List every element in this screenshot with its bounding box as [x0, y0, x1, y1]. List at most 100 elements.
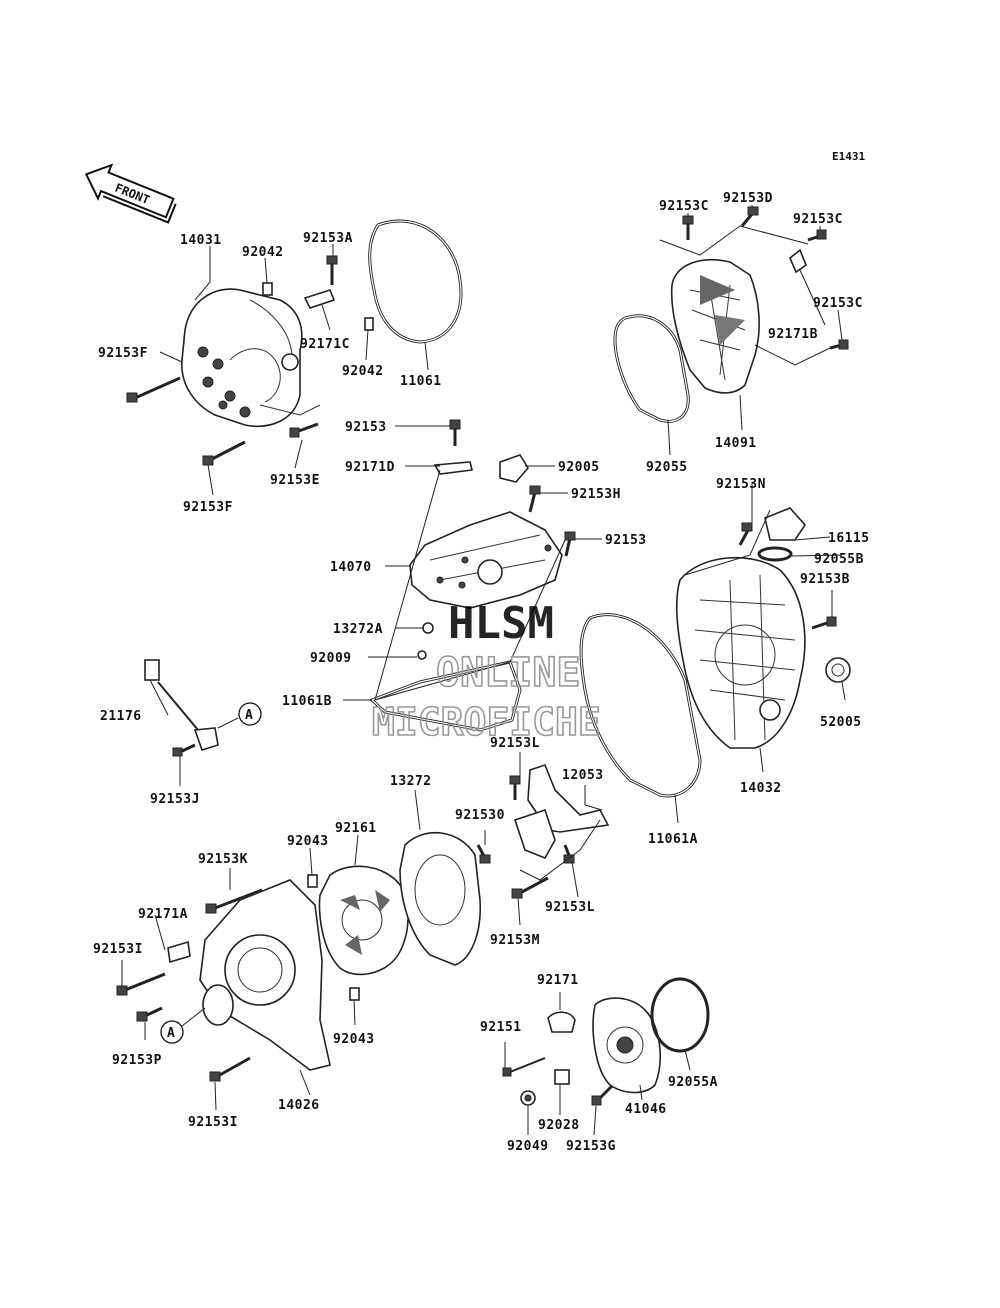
part-label-14070: 14070	[330, 560, 372, 575]
part-label-92153C: 92153C	[659, 199, 709, 214]
bolt-92153F-lower	[202, 440, 246, 466]
part-label-92151: 92151	[480, 1020, 522, 1035]
bolt-92151	[502, 1057, 546, 1077]
part-label-92153F: 92153F	[98, 346, 148, 361]
front-arrow-icon: FRONT	[84, 163, 177, 224]
bolt-92153M	[511, 876, 549, 899]
part-label-92153M: 92153M	[490, 933, 540, 948]
part-label-92153H: 92153H	[571, 487, 621, 502]
dowel-92042-b	[364, 317, 374, 331]
dowel-92042-a	[262, 282, 273, 296]
part-label-92055A: 92055A	[668, 1075, 718, 1090]
clamp-92171A	[167, 940, 191, 964]
cover-14026	[199, 879, 331, 1071]
part-label-92171B: 92171B	[768, 327, 818, 342]
bracket-12053	[513, 764, 610, 860]
part-label-92153J: 92153J	[150, 792, 200, 807]
part-label-92153E: 92153E	[270, 473, 320, 488]
sensor-92005	[499, 454, 529, 483]
clamp-92171B	[789, 248, 807, 274]
gasket-11061A	[579, 613, 702, 798]
bolt-92153C-b	[807, 229, 827, 242]
seal-92049	[520, 1090, 536, 1106]
gasket-11061	[368, 219, 463, 344]
dowel-92028	[554, 1069, 570, 1085]
callout-marker-a-upper: A	[217, 702, 262, 729]
part-label-14031: 14031	[180, 233, 222, 248]
bolt-92153G	[591, 1084, 614, 1106]
dowel-92043-a	[307, 874, 318, 888]
part-label-92049: 92049	[507, 1139, 549, 1154]
part-label-14032: 14032	[740, 781, 782, 796]
part-label-92005: 92005	[558, 460, 600, 475]
bolt-921530	[476, 844, 491, 864]
part-label-92153B: 92153B	[800, 572, 850, 587]
bolt-92153J	[172, 743, 196, 757]
part-label-92153C: 92153C	[813, 296, 863, 311]
cover-14091	[670, 258, 760, 394]
part-label-92043: 92043	[287, 834, 329, 849]
part-label-92042: 92042	[242, 245, 284, 260]
bolt-92153A	[326, 255, 338, 285]
oring-92055B	[757, 546, 793, 562]
bolt-92153L-upper	[509, 775, 521, 800]
part-label-92153L: 92153L	[490, 736, 540, 751]
part-label-92153C: 92153C	[793, 212, 843, 227]
part-label-92153K: 92153K	[198, 852, 248, 867]
bolt-92153-right	[564, 531, 576, 557]
oring-92055A	[650, 977, 710, 1053]
part-label-92153I: 92153I	[93, 942, 143, 957]
part-label-92153F: 92153F	[183, 500, 233, 515]
bolt-92153B	[811, 616, 837, 630]
part-label-92042: 92042	[342, 364, 384, 379]
part-label-92153A: 92153A	[303, 231, 353, 246]
bolt-92153-upper	[449, 419, 461, 446]
callout-marker-a-lower: A	[160, 1007, 206, 1044]
part-label-92153L: 92153L	[545, 900, 595, 915]
svg-text:A: A	[245, 708, 253, 723]
part-label-21176: 21176	[100, 709, 142, 724]
clamp-92171	[547, 1011, 576, 1033]
cover-14070	[409, 511, 563, 609]
part-label-41046: 41046	[625, 1102, 667, 1117]
part-label-921530: 921530	[455, 808, 505, 823]
part-label-11061A: 11061A	[648, 832, 698, 847]
part-label-92153I: 92153I	[188, 1115, 238, 1130]
part-label-92171: 92171	[537, 973, 579, 988]
bolt-92153H	[528, 485, 541, 513]
bolt-92153I-upper	[116, 972, 166, 996]
svg-text:A: A	[167, 1026, 175, 1041]
part-label-92153P: 92153P	[112, 1053, 162, 1068]
part-label-92028: 92028	[538, 1118, 580, 1133]
gasket-11061B	[369, 660, 522, 732]
bolt-92153E	[289, 422, 319, 438]
seal-52005	[825, 657, 851, 683]
part-label-11061: 11061	[400, 374, 442, 389]
seal-92009	[417, 650, 427, 660]
gasket-13272	[399, 831, 481, 966]
bolt-92153K	[205, 888, 263, 914]
part-label-92009: 92009	[310, 651, 352, 666]
part-label-14091: 14091	[715, 436, 757, 451]
part-label-92153: 92153	[605, 533, 647, 548]
part-label-92055B: 92055B	[814, 552, 864, 567]
cover-92161	[318, 865, 409, 976]
part-label-92153G: 92153G	[566, 1139, 616, 1154]
part-label-92171A: 92171A	[138, 907, 188, 922]
bolt-92153N	[738, 522, 753, 546]
part-label-92161: 92161	[335, 821, 377, 836]
watermark-line3: MICROFICHE	[372, 700, 601, 744]
part-label-12053: 12053	[562, 768, 604, 783]
bolt-92153I-lower	[209, 1056, 251, 1082]
part-label-92043: 92043	[333, 1032, 375, 1047]
cap-16115	[764, 507, 807, 541]
cover-41046	[592, 997, 661, 1094]
bolt-92153F-upper	[126, 376, 181, 403]
diagram-code: E1431	[832, 150, 865, 163]
watermark-line2: ONLINE	[436, 650, 581, 696]
dowel-92043-b	[349, 987, 360, 1001]
part-label-16115: 16115	[828, 531, 870, 546]
part-label-11061B: 11061B	[282, 694, 332, 709]
clutch-cover-14032	[675, 556, 806, 749]
